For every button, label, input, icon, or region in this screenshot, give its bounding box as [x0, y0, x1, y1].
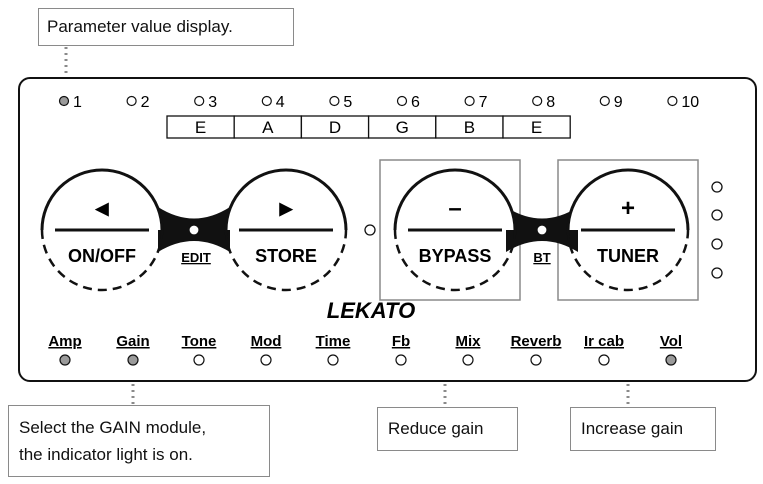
string-note: D	[329, 118, 341, 137]
reduce-gain-callout: Reduce gain	[377, 407, 518, 451]
module-led	[260, 354, 272, 366]
footswitch-bottom-arc	[393, 229, 517, 292]
bypass-footswitch[interactable]: – BYPASS	[393, 168, 517, 292]
preset-led	[396, 95, 408, 107]
footswitch-bottom-arc	[40, 229, 164, 292]
increase-gain-callout: Increase gain	[570, 407, 716, 451]
module-led	[395, 354, 407, 366]
module-label[interactable]: Reverb	[511, 333, 562, 350]
preset-led	[464, 95, 475, 107]
preset-number: 7	[479, 94, 488, 111]
preset-led	[329, 95, 340, 107]
string-note: E	[531, 118, 542, 137]
leader-lines	[64, 47, 630, 406]
module-label[interactable]: Gain	[116, 333, 149, 350]
preset-number: 1	[73, 94, 82, 111]
preset-number: 2	[141, 94, 150, 111]
footswitch-top-arc	[393, 168, 517, 231]
module-led	[59, 354, 71, 366]
footswitch-top-arc	[224, 168, 348, 231]
preset-number: 4	[276, 94, 285, 111]
right-arrow-icon: ▶	[278, 199, 293, 218]
footswitch-top-arc	[40, 168, 164, 231]
tuner-footswitch[interactable]: + TUNER	[566, 168, 690, 292]
module-label[interactable]: Mix	[455, 333, 481, 350]
module-label[interactable]: Tone	[182, 333, 217, 350]
side-led	[711, 209, 723, 221]
module-led	[665, 354, 677, 366]
footswitch-bottom-arc	[224, 229, 348, 292]
module-label[interactable]: Mod	[251, 333, 282, 350]
side-led	[711, 238, 723, 250]
brand-logo: LEKATO	[327, 298, 415, 323]
side-led	[711, 267, 723, 279]
module-label[interactable]: Ir cab	[584, 333, 624, 350]
side-leds	[711, 181, 723, 279]
footswitch-label: BYPASS	[419, 246, 492, 266]
preset-led	[194, 95, 205, 107]
string-note: A	[262, 118, 274, 137]
store-footswitch[interactable]: ▶ STORE	[224, 168, 348, 292]
footswitches: ◀ ON/OFF ▶ STORE – BYPASS + TUNER	[40, 168, 690, 292]
footswitch-top-arc	[566, 168, 690, 231]
preset-number: 8	[546, 94, 555, 111]
center-led	[364, 224, 376, 236]
bt-led	[536, 224, 548, 236]
preset-led	[532, 95, 543, 107]
module-led	[598, 354, 610, 366]
module-label[interactable]: Fb	[392, 333, 410, 350]
preset-led	[126, 95, 137, 107]
left-arrow-icon: ◀	[94, 199, 109, 218]
edit-led	[188, 224, 200, 236]
preset-number: 10	[681, 94, 699, 111]
module-label[interactable]: Time	[316, 333, 351, 350]
footswitch-bottom-arc	[566, 229, 690, 292]
module-label[interactable]: Vol	[660, 333, 682, 350]
preset-led	[599, 95, 610, 107]
string-note: B	[464, 118, 475, 137]
on-off-footswitch[interactable]: ◀ ON/OFF	[40, 168, 164, 292]
footswitch-label: TUNER	[597, 246, 659, 266]
module-led	[327, 354, 339, 366]
gain-select-line-2: the indicator light is on.	[19, 445, 193, 464]
footswitch-label: ON/OFF	[68, 246, 136, 266]
bt-label: BT	[533, 250, 550, 265]
module-led	[193, 354, 205, 366]
string-cell	[502, 115, 571, 139]
module-led	[530, 354, 542, 366]
preset-led	[667, 95, 678, 107]
preset-number: 5	[343, 94, 352, 111]
gain-select-line-1: Select the GAIN module,	[19, 418, 207, 437]
parameter-display-text: Parameter value display.	[47, 17, 233, 36]
preset-number: 9	[614, 94, 623, 111]
reduce-gain-text: Reduce gain	[388, 419, 484, 438]
footswitch-label: STORE	[255, 246, 317, 266]
module-led	[127, 354, 139, 366]
edit-label: EDIT	[181, 250, 211, 265]
preset-number: 6	[411, 94, 420, 111]
side-led	[711, 181, 723, 193]
preset-number: 3	[208, 94, 217, 111]
preset-indicators: 1 2 3 4 5 6 7 8 9 10	[58, 94, 699, 111]
string-note: G	[396, 118, 409, 137]
module-label[interactable]: Amp	[48, 333, 81, 350]
module-led	[462, 354, 474, 366]
parameter-display-callout: Parameter value display.	[38, 8, 294, 46]
string-note: E	[195, 118, 206, 137]
module-selector: Amp Gain Tone Mod Time Fb Mix Reverb Ir cab Vol	[48, 333, 682, 366]
preset-led	[58, 95, 70, 107]
minus-icon: –	[448, 195, 461, 222]
preset-led	[261, 95, 272, 107]
pedal-panel	[18, 77, 757, 382]
plus-icon: +	[621, 195, 635, 222]
increase-gain-text: Increase gain	[581, 419, 684, 438]
gain-select-callout: Select the GAIN module, the indicator li…	[8, 405, 270, 477]
